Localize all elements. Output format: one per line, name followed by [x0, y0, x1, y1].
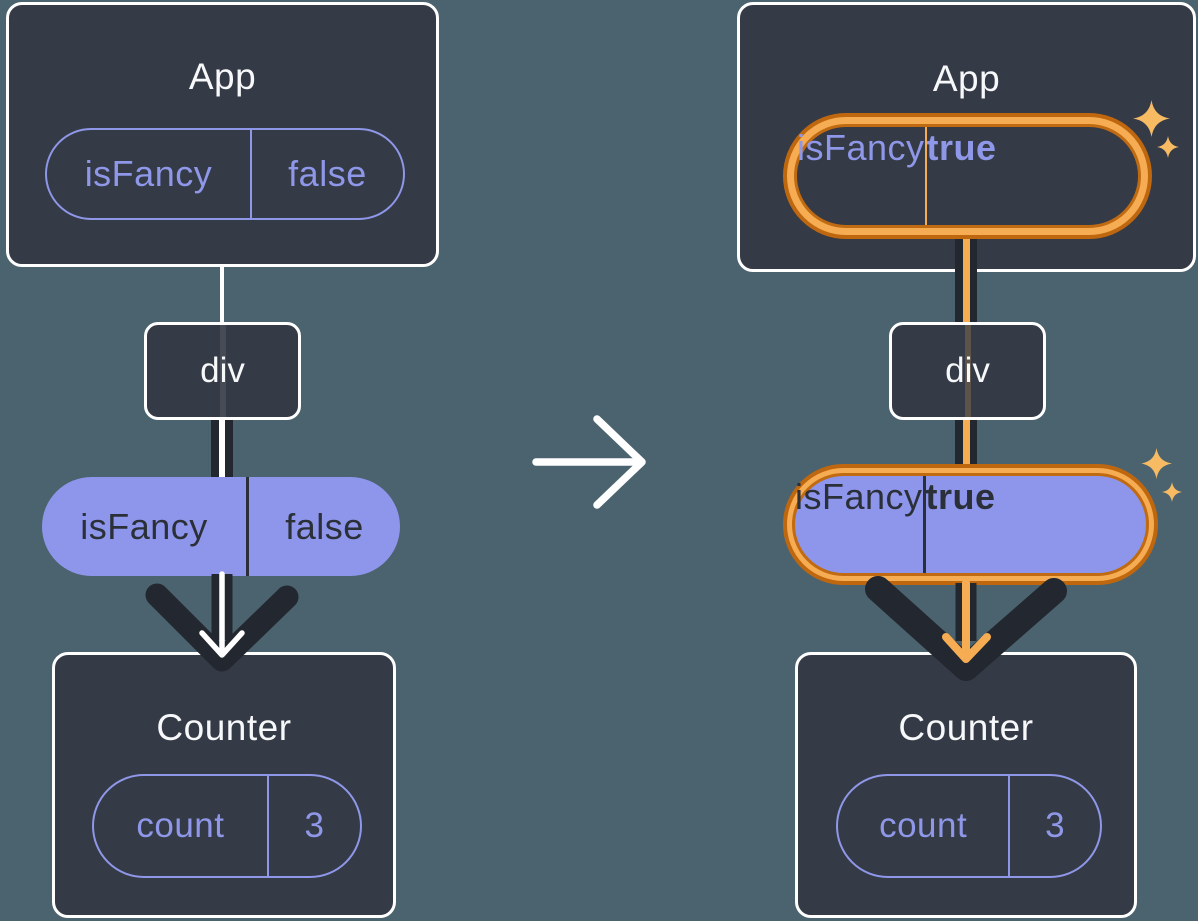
div-label: div	[200, 351, 245, 390]
sparkle-icon-small	[1157, 136, 1179, 158]
app-title: App	[188, 56, 257, 97]
passthrough-stripe	[219, 325, 226, 417]
counter-title: Counter	[898, 707, 1034, 748]
prop-name: isFancy	[80, 505, 208, 547]
state-pill-before: count 3	[92, 774, 362, 878]
sparkle-icon-small	[1162, 482, 1182, 502]
arrow-right-icon	[532, 415, 646, 509]
prop-name: isFancy	[84, 153, 213, 194]
passed-prop-pill-before: isFancy false	[42, 477, 400, 576]
counter-card-after: Counter count 3	[795, 652, 1137, 918]
state-name: count	[879, 806, 968, 845]
state-value: 3	[266, 776, 360, 876]
passthrough-stripe	[964, 325, 971, 417]
arrow-down-icon	[865, 576, 1067, 681]
div-node-after: div	[889, 322, 1046, 420]
prop-pill-app-after-highlighted: isFancy true	[783, 113, 1152, 239]
prop-name: isFancy	[795, 476, 923, 517]
div-label: div	[945, 351, 990, 390]
connector-app-div-before	[220, 265, 224, 325]
passed-prop-pill-after-highlighted: isFancy true	[783, 464, 1158, 585]
sparkle-icon-large	[1141, 448, 1172, 479]
state-name: count	[136, 806, 225, 845]
sparkle-icon-large	[1133, 100, 1170, 137]
connector-div-pill-before	[211, 418, 233, 480]
prop-pill-app-before: isFancy false	[45, 128, 405, 220]
connector-app-div-after	[955, 233, 977, 324]
state-pill-after: count 3	[836, 774, 1102, 878]
prop-value: true	[922, 476, 996, 573]
prop-value: false	[246, 477, 400, 576]
counter-card-before: Counter count 3	[52, 652, 396, 918]
prop-value: true	[924, 127, 997, 225]
counter-title: Counter	[156, 707, 292, 748]
arrow-down-icon	[145, 571, 299, 672]
div-node-before: div	[144, 322, 301, 420]
prop-name: isFancy	[797, 127, 925, 168]
app-title: App	[932, 58, 1001, 99]
app-card-before: App isFancy false	[6, 2, 439, 267]
prop-value: false	[249, 130, 403, 218]
state-value: 3	[1008, 776, 1100, 876]
